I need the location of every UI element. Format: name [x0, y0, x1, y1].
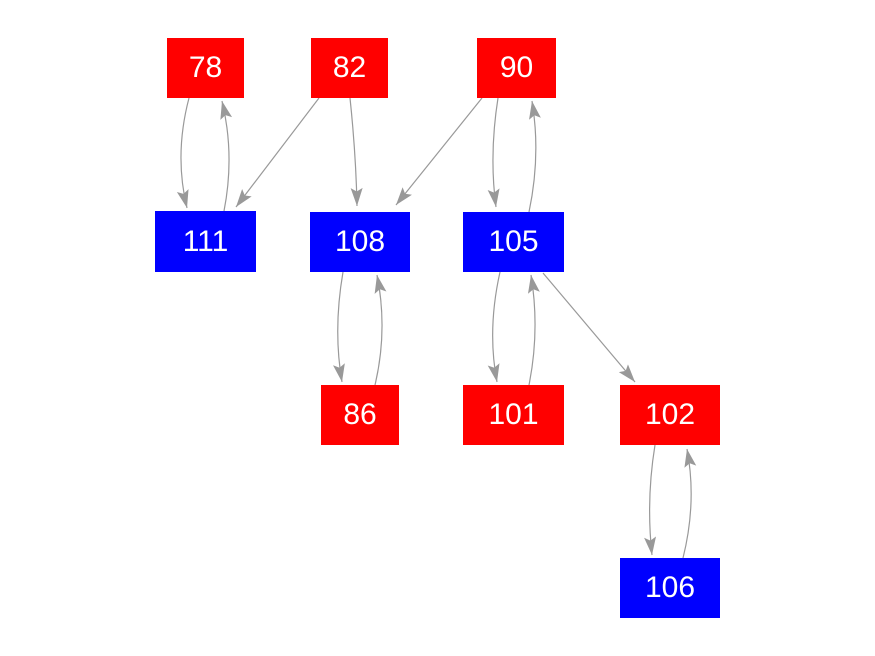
- edge-82-to-108: [349, 97, 363, 207]
- edge-102-to-106: [644, 444, 657, 556]
- node-label: 90: [499, 51, 534, 84]
- node-101[interactable]: 101: [463, 385, 564, 445]
- node-label: 102: [644, 398, 696, 431]
- edge-106-to-102: [682, 448, 697, 559]
- node-90[interactable]: 90: [477, 38, 556, 98]
- edge-90-to-108: [395, 97, 483, 206]
- node-106[interactable]: 106: [620, 558, 720, 618]
- edge-78-to-111: [176, 97, 190, 209]
- node-102[interactable]: 102: [620, 385, 720, 445]
- edge-108-to-86: [333, 271, 345, 383]
- node-label: 78: [188, 51, 223, 84]
- edge-105-to-90: [528, 100, 541, 213]
- edge-82-to-111: [235, 97, 320, 208]
- node-label: 108: [334, 225, 386, 258]
- node-111[interactable]: 111: [155, 211, 256, 272]
- node-82[interactable]: 82: [311, 38, 388, 98]
- node-105[interactable]: 105: [463, 212, 564, 272]
- edge-101-to-105: [527, 274, 540, 386]
- node-label: 106: [644, 571, 696, 604]
- node-label: 82: [332, 51, 367, 84]
- edge-105-to-102: [542, 272, 636, 383]
- node-78[interactable]: 78: [167, 38, 244, 98]
- node-108[interactable]: 108: [310, 212, 410, 272]
- node-label: 86: [343, 398, 377, 431]
- edge-105-to-101: [487, 271, 501, 383]
- edge-111-to-78: [220, 100, 233, 212]
- node-86[interactable]: 86: [321, 385, 399, 445]
- edge-90-to-105: [487, 97, 500, 208]
- edge-86-to-108: [374, 274, 387, 386]
- node-label: 101: [488, 398, 539, 431]
- node-label: 111: [182, 224, 229, 258]
- node-label: 105: [488, 225, 539, 258]
